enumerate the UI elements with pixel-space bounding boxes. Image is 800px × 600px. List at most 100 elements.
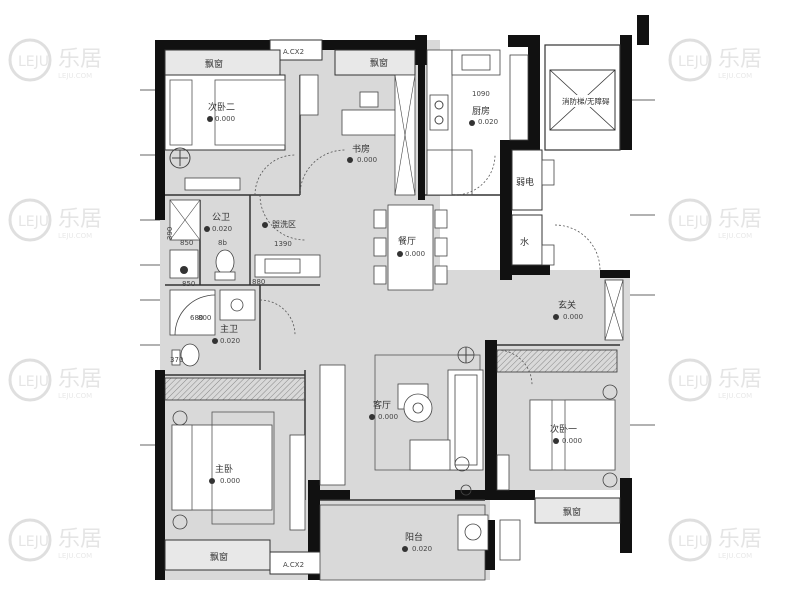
kitchen: 1090 厨房 0.020 xyxy=(426,49,529,196)
marker-icon xyxy=(469,120,475,126)
brand-text: 乐居 xyxy=(718,527,762,552)
chair-icon xyxy=(373,237,387,257)
chair-icon xyxy=(373,265,387,285)
dimension-label: 370 xyxy=(170,356,183,364)
chair-icon xyxy=(373,209,387,229)
sofa-icon xyxy=(447,369,484,471)
utility-shafts: 弱电 水 xyxy=(511,149,601,271)
chair-icon xyxy=(434,265,448,285)
marker-icon xyxy=(212,338,218,344)
room-name: 次卧二 xyxy=(208,101,235,113)
logo-text: LEJU xyxy=(18,534,49,550)
room-name: 主卫 xyxy=(220,323,238,335)
brand-text: 乐居 xyxy=(58,367,102,392)
room-area: 0.020 xyxy=(412,545,432,553)
door-swing-icon xyxy=(554,224,601,271)
stove-icon xyxy=(429,94,449,131)
brand-sub: LEJU.COM xyxy=(718,392,752,400)
plant-icon xyxy=(454,456,470,472)
shower-icon xyxy=(169,289,216,336)
logo-text: LEJU xyxy=(678,534,709,550)
logo-icon xyxy=(8,198,52,242)
logo-text: LEJU xyxy=(678,214,709,230)
logo-icon xyxy=(8,358,52,402)
brand-sub: LEJU.COM xyxy=(58,72,92,80)
room-name: 客厅 xyxy=(373,399,391,411)
room-area: 0.020 xyxy=(212,225,232,233)
door-swing-icon xyxy=(259,299,296,336)
window-label-top: A.CX2 xyxy=(283,48,304,56)
marker-icon xyxy=(369,414,375,420)
brand-text: 乐居 xyxy=(718,367,762,392)
logo-text: LEJU xyxy=(18,214,49,230)
weak-power-label: 弱电 xyxy=(516,176,534,188)
brand-text: 乐居 xyxy=(718,47,762,72)
room-area: 0.000 xyxy=(562,437,582,445)
logo-text: LEJU xyxy=(18,54,49,70)
window-label-bottom: A.CX2 xyxy=(283,561,304,569)
lamp-icon xyxy=(602,384,618,400)
leader-lines xyxy=(140,89,655,446)
logo-icon xyxy=(668,198,712,242)
marker-icon xyxy=(347,157,353,163)
coffee-table-icon xyxy=(403,393,433,423)
tv-cabinet-icon xyxy=(319,364,346,486)
entrance: 玄关 0.000 xyxy=(553,279,624,341)
marker-icon xyxy=(397,251,403,257)
bay-window-label: 飘窗 xyxy=(370,57,388,69)
dimension-label: 390 xyxy=(166,227,174,240)
chair-icon xyxy=(434,237,448,257)
room-name: 厨房 xyxy=(472,105,490,117)
dimension-label: 880 xyxy=(252,278,265,286)
master-bath: 主卫 0.020 680 370 xyxy=(169,289,296,367)
brand-sub: LEJU.COM xyxy=(718,232,752,240)
room-area: 0.000 xyxy=(405,250,425,258)
watermarks: LEJU 乐居 LEJU.COM LEJU 乐居 LEJU.COM LEJU 乐… xyxy=(8,38,762,562)
toilet-icon xyxy=(215,249,235,275)
room-name: 盥洗区 xyxy=(272,219,296,229)
lamp-icon xyxy=(172,410,188,426)
door-swing-icon xyxy=(299,149,346,196)
lamp-icon xyxy=(602,472,618,488)
bedroom1: 次卧一 0.000 飘窗 xyxy=(496,349,621,524)
marker-icon xyxy=(402,546,408,552)
walls xyxy=(155,15,649,580)
room-area: 0.000 xyxy=(563,313,583,321)
lamp-icon xyxy=(172,514,188,530)
logo-text: LEJU xyxy=(678,374,709,390)
door-swing-icon xyxy=(496,349,533,386)
brand-text: 乐居 xyxy=(58,207,102,232)
marker-icon xyxy=(207,116,213,122)
chair-icon xyxy=(434,209,448,229)
brand-sub: LEJU.COM xyxy=(58,552,92,560)
bay-window-label: 飘窗 xyxy=(210,551,228,563)
dimension-label: 1090 xyxy=(472,90,490,98)
marker-icon xyxy=(204,226,210,232)
elevator: 消防梯/无障碍 xyxy=(544,44,621,151)
brand-sub: LEJU.COM xyxy=(718,72,752,80)
room-name: 次卧一 xyxy=(550,423,577,435)
lamp-icon xyxy=(169,147,191,169)
balcony: 阳台 0.020 xyxy=(319,504,521,581)
vanity-icon xyxy=(254,254,321,278)
marker-icon xyxy=(209,478,215,484)
basin-icon xyxy=(219,289,256,321)
bedroom2: 次卧二 0.000 xyxy=(164,74,286,191)
brand-text: 乐居 xyxy=(718,207,762,232)
top-windows: A.CX2 飘窗 飘窗 xyxy=(164,39,416,76)
tv-cabinet-icon xyxy=(289,434,306,531)
room-area: 0.020 xyxy=(478,118,498,126)
sink-icon xyxy=(451,49,501,76)
bay-window-label: 飘窗 xyxy=(205,58,223,70)
logo-icon xyxy=(668,38,712,82)
logo-icon xyxy=(8,518,52,562)
dimension-label: 850 xyxy=(182,280,195,288)
washing-area: 1390 盥洗区 xyxy=(254,219,321,278)
marker-icon xyxy=(262,222,268,228)
logo-icon xyxy=(668,358,712,402)
room-name: 玄关 xyxy=(558,299,576,311)
door-swings xyxy=(254,154,496,241)
room-name: 公卫 xyxy=(212,212,230,223)
brand-text: 乐居 xyxy=(58,47,102,72)
room-area: 0.020 xyxy=(220,337,240,345)
